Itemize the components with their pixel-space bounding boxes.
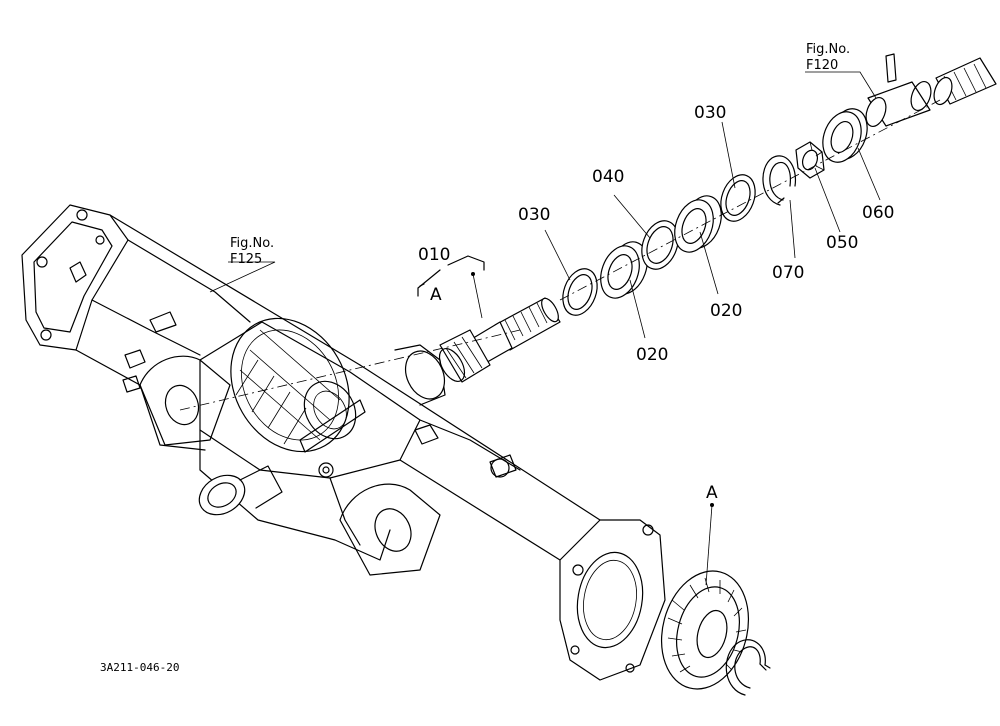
- label-030-rear: 030: [694, 103, 726, 123]
- nut-050: [795, 141, 825, 179]
- label-020-front: 020: [636, 345, 668, 365]
- label-assembly-a: A: [430, 285, 442, 305]
- fig-ref-coupling-number: F120: [806, 58, 838, 73]
- label-050: 050: [826, 233, 858, 253]
- differential-carrier: [230, 317, 366, 453]
- circlip-070: [762, 155, 797, 206]
- collar-030-front: [562, 268, 598, 316]
- spacer-040: [641, 220, 679, 270]
- fig-ref-coupling-caption: Fig.No.: [806, 42, 850, 57]
- label-030-front: 030: [518, 205, 550, 225]
- axle-housing: [21, 204, 666, 681]
- bearing-020-front: [600, 241, 648, 299]
- collar-030-rear: [720, 174, 756, 222]
- label-gear-a: A: [706, 483, 718, 503]
- label-060: 060: [862, 203, 894, 223]
- ring-gear: [660, 570, 750, 690]
- fig-ref-housing-caption: Fig.No.: [230, 236, 274, 251]
- ring-gear-snap-ring: [725, 639, 771, 696]
- label-010: 010: [418, 245, 450, 265]
- drawing-code: 3A211-046-20: [100, 661, 179, 674]
- label-040: 040: [592, 167, 624, 187]
- coupling-f120: [865, 53, 997, 128]
- pinion-shaft-010: [438, 297, 561, 383]
- bearing-020-rear: [674, 195, 722, 253]
- fig-ref-housing-number: F125: [230, 252, 262, 267]
- label-070: 070: [772, 263, 804, 283]
- leader-lines: [209, 71, 881, 586]
- oil-seal-060: [822, 108, 868, 163]
- label-020-rear: 020: [710, 301, 742, 321]
